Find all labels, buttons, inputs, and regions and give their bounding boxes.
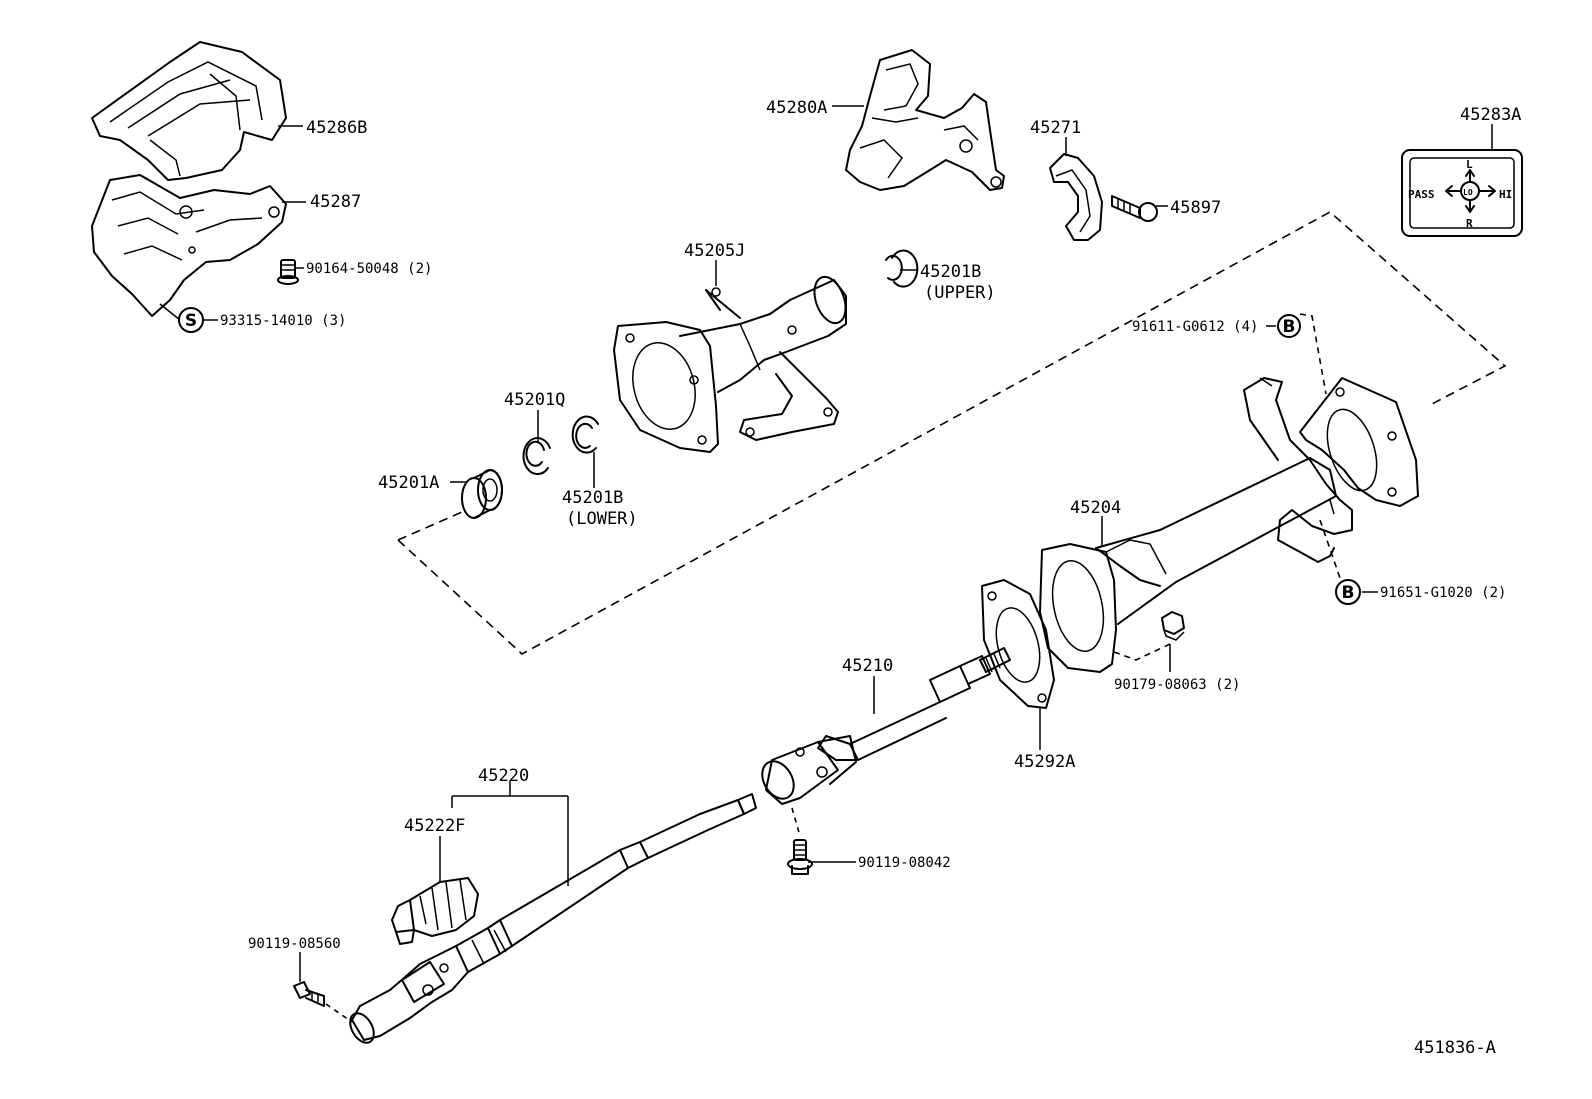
switch-bracket bbox=[845, 49, 1005, 191]
column-bracket-45205J bbox=[613, 275, 847, 453]
label-45220: 45220 bbox=[478, 766, 529, 786]
bolt-90119-08560 bbox=[293, 981, 325, 1007]
diagram-id: 451836-A bbox=[1414, 1038, 1496, 1058]
label-45292A: 45292A bbox=[1014, 752, 1075, 772]
label-45897: 45897 bbox=[1170, 198, 1221, 218]
bearing-45201A bbox=[461, 469, 503, 519]
label-45280A: 45280A bbox=[766, 98, 827, 118]
bolt-90119-08042 bbox=[787, 839, 813, 875]
label-90179-08063: 90179-08063 (2) bbox=[1114, 677, 1240, 693]
label-upper: (UPPER) bbox=[924, 283, 996, 303]
label-45201Q: 45201Q bbox=[504, 390, 565, 410]
label-91651-G1020: 91651-G1020 (2) bbox=[1380, 585, 1506, 601]
intermediate-shaft-45210 bbox=[761, 647, 1011, 805]
label-90119-08560: 90119-08560 bbox=[248, 936, 341, 952]
label-45201A: 45201A bbox=[378, 473, 439, 493]
tube-assembly-boundary bbox=[397, 211, 1507, 655]
s-badge: S bbox=[178, 307, 204, 333]
label-90119-08042: 90119-08042 bbox=[858, 855, 951, 871]
b-badge-upper: B bbox=[1277, 314, 1301, 338]
snap-ring-45201Q bbox=[522, 437, 551, 476]
upper-column-cover bbox=[91, 41, 287, 181]
label-45222F: 45222F bbox=[404, 816, 465, 836]
label-45287: 45287 bbox=[310, 192, 361, 212]
plate-r: R bbox=[1466, 217, 1473, 230]
svg-text:B: B bbox=[1283, 317, 1296, 337]
plate-pass: PASS bbox=[1408, 188, 1435, 201]
clamp-45271 bbox=[1049, 153, 1103, 241]
label-45286B: 45286B bbox=[306, 118, 367, 138]
lower-shaft-45220 bbox=[349, 793, 757, 1044]
label-91611-G0612: 91611-G0612 (4) bbox=[1132, 319, 1258, 335]
plate-l: L bbox=[1466, 158, 1473, 171]
label-45210: 45210 bbox=[842, 656, 893, 676]
label-45271: 45271 bbox=[1030, 118, 1081, 138]
snap-ring-upper bbox=[885, 249, 919, 288]
bolt-45897 bbox=[1111, 195, 1158, 222]
label-45204: 45204 bbox=[1070, 498, 1121, 518]
cover-screw bbox=[277, 259, 299, 285]
label-90164-50048: 90164-50048 (2) bbox=[306, 261, 432, 277]
label-45201B-upper: 45201B bbox=[920, 262, 981, 282]
plate-hi: HI bbox=[1499, 188, 1512, 201]
boot-45222F bbox=[391, 877, 479, 945]
svg-text:S: S bbox=[185, 311, 197, 331]
label-45201B-lower: 45201B bbox=[562, 488, 623, 508]
label-45283A: 45283A bbox=[1460, 105, 1521, 125]
snap-ring-lower bbox=[571, 415, 599, 454]
plate-lo: LO bbox=[1463, 188, 1473, 197]
lower-column-cover bbox=[91, 174, 287, 317]
svg-text:B: B bbox=[1342, 583, 1355, 603]
label-93315-14010: 93315-14010 (3) bbox=[220, 313, 346, 329]
b-badge-lower: B bbox=[1335, 579, 1361, 605]
label-lower: (LOWER) bbox=[566, 509, 638, 529]
nut-90179 bbox=[1161, 611, 1185, 641]
label-45205J: 45205J bbox=[684, 241, 745, 261]
gasket-45292A bbox=[981, 579, 1055, 709]
column-tube-45204 bbox=[1039, 377, 1419, 673]
switch-symbol-plate: PASS HI L R LO bbox=[1401, 149, 1523, 237]
